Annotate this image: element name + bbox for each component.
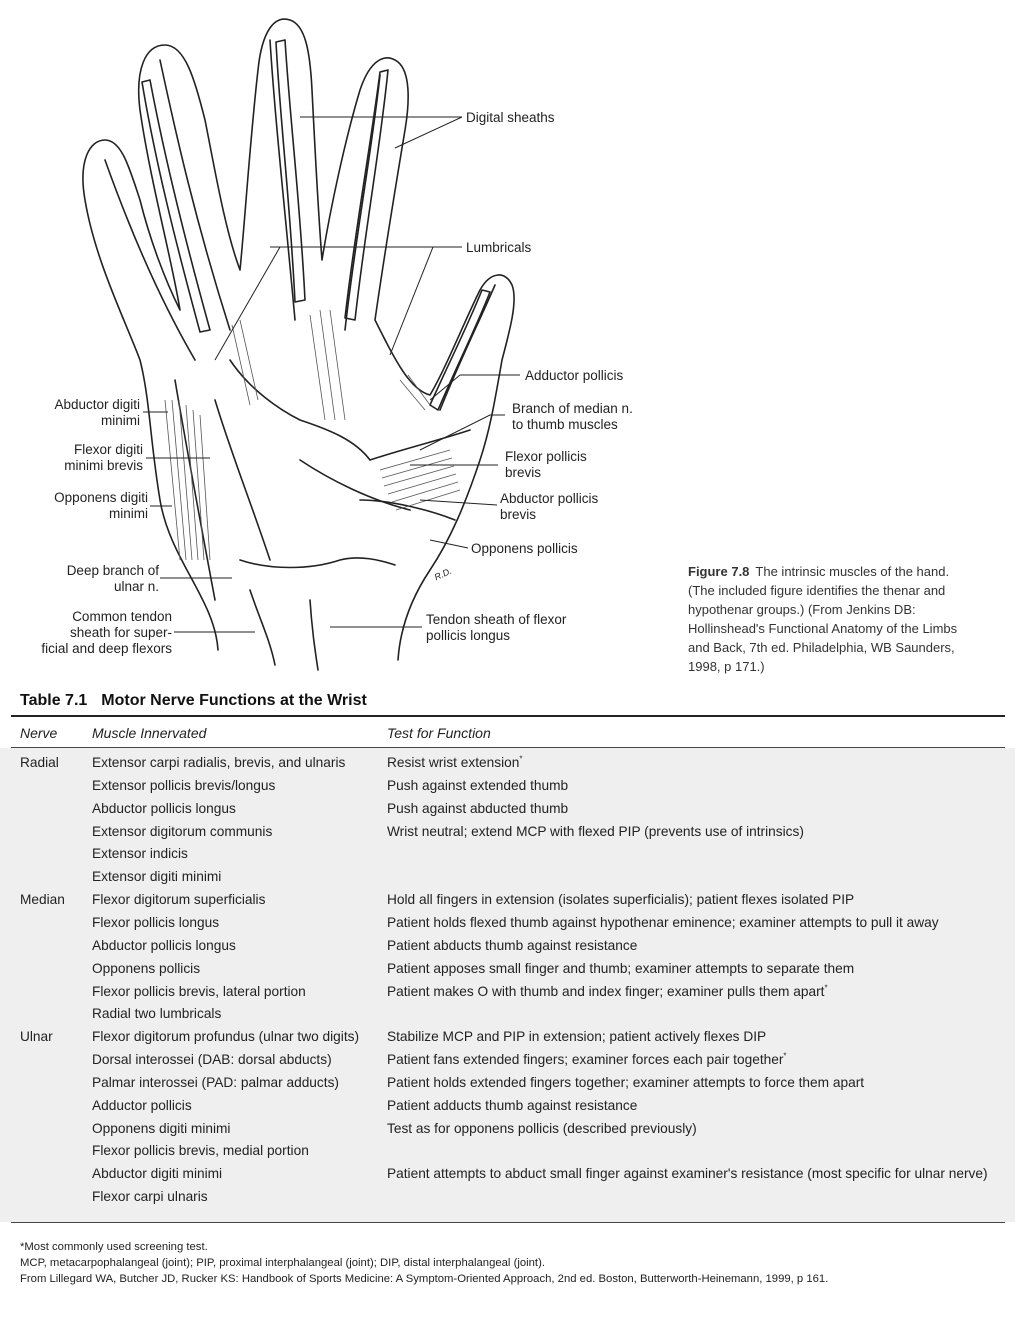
footnote-asterisk: *Most commonly used screening test. xyxy=(20,1241,208,1253)
label-common-tendon-sheath: Common tendon sheath for super- ficial a… xyxy=(41,609,172,656)
table-row: Radial two lumbricals xyxy=(0,1006,1015,1029)
label-flexor-digiti-minimi-brevis: Flexor digiti minimi brevis xyxy=(64,442,143,473)
footnote-abbreviations: MCP, metacarpophalangeal (joint); PIP, p… xyxy=(20,1257,545,1269)
test-cell: Patient fans extended fingers; examiner … xyxy=(387,1051,787,1068)
muscle-cell: Abductor pollicis longus xyxy=(92,937,236,953)
test-cell: Patient abducts thumb against resistance xyxy=(387,937,638,953)
header-test: Test for Function xyxy=(387,725,491,741)
table-row: Palmar interossei (PAD: palmar adducts) P… xyxy=(0,1075,1015,1098)
table-top-rule xyxy=(11,715,1005,717)
table-title: Table 7.1 Motor Nerve Functions at the Wr… xyxy=(20,692,367,710)
test-cell: Patient apposes small finger and thumb; … xyxy=(387,960,855,976)
label-abductor-digiti-minimi: Abductor digiti minimi xyxy=(54,397,140,428)
test-cell: Stabilize MCP and PIP in extension; pati… xyxy=(387,1029,767,1045)
test-cell: Push against extended thumb xyxy=(387,777,569,793)
table-row: Extensor pollicis brevis/longus Push agai… xyxy=(0,778,1015,801)
muscle-cell: Extensor digitorum communis xyxy=(92,823,273,839)
nerve-cell: Radial xyxy=(20,755,59,770)
caption-line: The intrinsic muscles of the hand. xyxy=(755,564,950,579)
table-row: Dorsal interossei (DAB: dorsal abducts) P… xyxy=(0,1052,1015,1075)
test-cell: Patient adducts thumb against resistance xyxy=(387,1097,638,1113)
table-row: Ulnar Flexor digitorum profundus (ulnar t… xyxy=(0,1029,1015,1052)
test-cell: Patient attempts to abduct small finger … xyxy=(387,1166,988,1182)
figure-number: Figure 7.8 xyxy=(688,564,750,579)
table-row: Adductor pollicis Patient adducts thumb a… xyxy=(0,1098,1015,1121)
test-cell: Patient holds flexed thumb against hypot… xyxy=(387,914,939,930)
muscle-cell: Radial two lumbricals xyxy=(92,1006,222,1022)
muscle-cell: Flexor digitorum superficialis xyxy=(92,892,266,908)
table-row: Opponens digiti minimi Test as for oppone… xyxy=(0,1121,1015,1144)
screening-asterisk: * xyxy=(519,754,523,764)
muscle-cell: Abductor digiti minimi xyxy=(92,1166,223,1182)
hand-illustration xyxy=(82,18,520,671)
muscle-cell: Flexor pollicis brevis, medial portion xyxy=(92,1143,309,1159)
table-footnotes: *Most commonly used screening test. MCP,… xyxy=(20,1239,828,1287)
muscle-cell: Extensor digiti minimi xyxy=(92,869,222,885)
test-cell: Resist wrist extension* xyxy=(387,754,523,770)
test-cell: Patient makes O with thumb and index fin… xyxy=(387,982,828,999)
hand-figure: Digital sheaths Lumbricals Adductor poll… xyxy=(41,18,633,671)
label-flexor-pollicis-brevis: Flexor pollicis brevis xyxy=(505,449,587,480)
nerve-cell: Median xyxy=(20,892,65,908)
table-row: Median Flexor digitorum superficialis Hold… xyxy=(0,892,1015,915)
table-row: Radial Extensor carpi radialis, brevis, a… xyxy=(0,755,1015,778)
nerve-cell: Ulnar xyxy=(20,1029,53,1045)
table-row: Abductor pollicis longus Push against abd… xyxy=(0,801,1015,824)
label-adductor-pollicis: Adductor pollicis xyxy=(525,368,624,383)
caption-line: (The included figure identifies the then… xyxy=(688,583,946,598)
label-digital-sheaths: Digital sheaths xyxy=(466,110,555,125)
muscle-cell: Extensor carpi radialis, brevis, and uln… xyxy=(92,755,346,770)
table-row: Opponens pollicis Patient apposes small f… xyxy=(0,961,1015,984)
muscle-cell: Flexor pollicis brevis, lateral portion xyxy=(92,983,306,999)
muscle-cell: Dorsal interossei (DAB: dorsal abducts) xyxy=(92,1052,332,1068)
table-row: Abductor digiti minimi Patient attempts t… xyxy=(0,1166,1015,1189)
caption-line: hypothenar groups.) (From Jenkins DB: xyxy=(688,602,916,617)
label-lumbricals: Lumbricals xyxy=(466,240,532,255)
muscle-cell: Adductor pollicis xyxy=(92,1097,192,1113)
header-muscle: Muscle Innervated xyxy=(92,725,207,741)
muscle-cell: Abductor pollicis longus xyxy=(92,800,236,816)
table-row: Flexor carpi ulnaris xyxy=(0,1189,1015,1212)
test-cell: Test as for opponens pollicis (described… xyxy=(387,1120,697,1136)
test-cell: Push against abducted thumb xyxy=(387,800,569,816)
table-row: Extensor indicis xyxy=(0,846,1015,869)
table-header-row: Nerve Muscle Innervated Test for Functio… xyxy=(0,723,1015,747)
table-header-rule xyxy=(11,747,1005,748)
screening-asterisk: * xyxy=(783,1051,787,1061)
caption-line: 1998, p 171.) xyxy=(688,659,765,674)
table-row: Extensor digiti minimi xyxy=(0,869,1015,892)
label-abductor-pollicis-brevis: Abductor pollicis brevis xyxy=(500,491,599,522)
label-tendon-sheath-fpl: Tendon sheath of flexor pollicis longus xyxy=(426,612,567,643)
muscle-cell: Extensor pollicis brevis/longus xyxy=(92,777,276,793)
label-branch-median: Branch of median n. to thumb muscles xyxy=(512,401,633,432)
muscle-cell: Flexor carpi ulnaris xyxy=(92,1189,208,1205)
figure-caption: Figure 7.8 The intrinsic muscles of the h… xyxy=(688,562,998,676)
table-row: Flexor pollicis brevis, medial portion xyxy=(0,1143,1015,1166)
test-cell: Wrist neutral; extend MCP with flexed PI… xyxy=(387,823,804,839)
table-row: Abductor pollicis longus Patient abducts … xyxy=(0,938,1015,961)
table-row: Flexor pollicis longus Patient holds flex… xyxy=(0,915,1015,938)
caption-line: Hollinshead's Functional Anatomy of the … xyxy=(688,621,958,636)
muscle-cell: Opponens digiti minimi xyxy=(92,1120,231,1136)
test-cell: Hold all fingers in extension (isolates … xyxy=(387,892,855,908)
table-body: Radial Extensor carpi radialis, brevis, a… xyxy=(0,748,1015,1222)
table-number: Table 7.1 xyxy=(20,692,88,709)
table-title-text: Motor Nerve Functions at the Wrist xyxy=(101,692,367,709)
caption-line: and Back, 7th ed. Philadelphia, WB Saund… xyxy=(688,640,955,655)
muscle-cell: Flexor pollicis longus xyxy=(92,914,220,930)
header-nerve: Nerve xyxy=(20,725,58,741)
label-deep-branch-ulnar: Deep branch of ulnar n. xyxy=(66,563,159,594)
test-cell: Patient holds extended fingers together;… xyxy=(387,1074,865,1090)
muscle-cell: Extensor indicis xyxy=(92,846,188,862)
label-opponens-pollicis: Opponens pollicis xyxy=(471,541,578,556)
footnote-source: From Lillegard WA, Butcher JD, Rucker KS… xyxy=(20,1273,829,1285)
muscle-cell: Opponens pollicis xyxy=(92,960,201,976)
screening-asterisk: * xyxy=(824,982,828,992)
muscle-cell: Palmar interossei (PAD: palmar adducts) xyxy=(92,1074,339,1090)
muscle-cell: Flexor digitorum profundus (ulnar two di… xyxy=(92,1029,360,1045)
table-bottom-rule xyxy=(11,1222,1005,1223)
label-opponens-digiti-minimi: Opponens digiti minimi xyxy=(54,490,148,521)
table-row: Extensor digitorum communis Wrist neutral… xyxy=(0,824,1015,847)
table-row: Flexor pollicis brevis, lateral portion P… xyxy=(0,982,1015,1007)
